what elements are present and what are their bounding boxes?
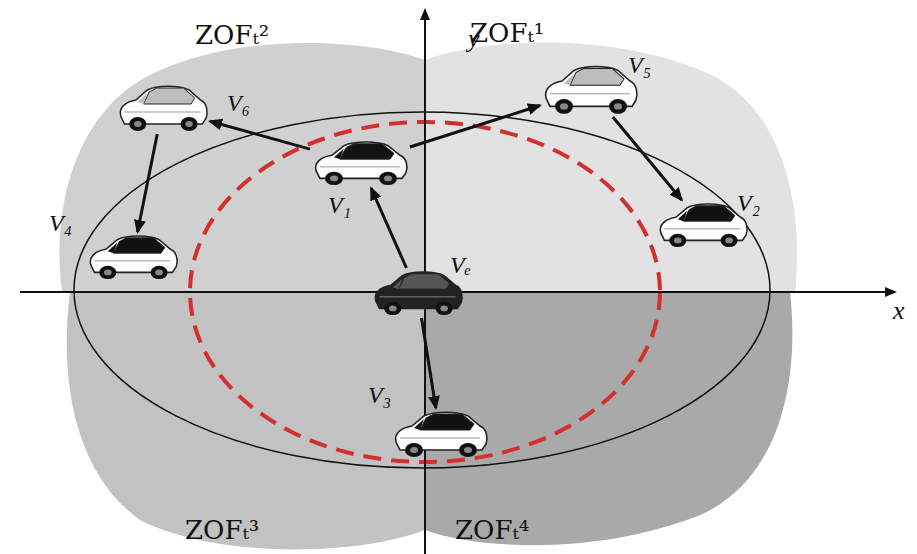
link-arrow xyxy=(410,105,540,147)
link-arrow xyxy=(371,188,406,268)
car-icon xyxy=(390,408,490,460)
link-arrow xyxy=(613,117,682,200)
vehicle: V₅ xyxy=(540,62,640,117)
link-arrow xyxy=(138,134,158,232)
car-icon xyxy=(310,138,410,188)
zone-label: ZOFₜ³ xyxy=(185,515,259,545)
vehicle-label: V₂ xyxy=(737,190,760,217)
range-ellipse xyxy=(74,112,770,468)
vehicle: V₁ xyxy=(310,138,410,188)
zone-1 xyxy=(425,43,797,293)
vehicle-label: Vₑ xyxy=(450,252,471,279)
vehicle: Vₑ xyxy=(370,268,465,318)
zone-3 xyxy=(67,292,425,549)
vehicle: V₃ xyxy=(390,408,490,460)
zone-2 xyxy=(59,43,425,292)
zone-4 xyxy=(425,292,792,545)
vehicle: V₄ xyxy=(85,232,180,282)
vehicle-label: V₆ xyxy=(227,90,250,117)
zone-label: ZOFₜ² xyxy=(195,20,269,50)
axis-label: x xyxy=(893,296,905,326)
vehicle-label: V₁ xyxy=(328,192,351,219)
zone-label: ZOFₜ⁴ xyxy=(455,515,529,545)
link-arrow xyxy=(421,318,435,408)
car-icon xyxy=(655,200,750,250)
vehicle: V₆ xyxy=(115,82,210,134)
zone-label: ZOFₜ¹ xyxy=(470,18,544,48)
link-arrow xyxy=(210,121,310,149)
vehicle-label: V₄ xyxy=(49,210,72,237)
car-icon xyxy=(115,82,210,134)
vehicle-label: V₃ xyxy=(368,382,391,409)
car-icon xyxy=(540,62,640,117)
car-icon xyxy=(85,232,180,282)
vehicle: V₂ xyxy=(655,200,750,250)
vehicle-label: V₅ xyxy=(628,52,651,79)
